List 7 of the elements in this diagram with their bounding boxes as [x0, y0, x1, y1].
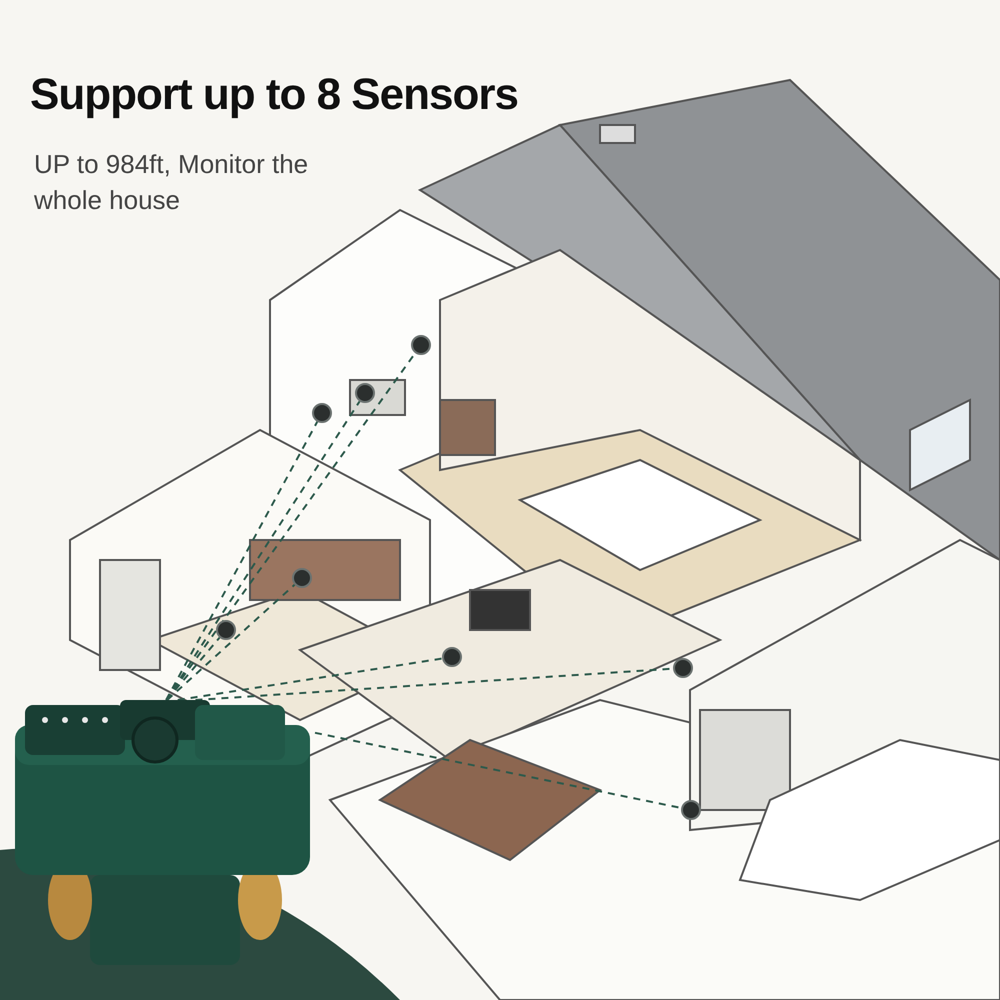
dashed-connector — [314, 732, 682, 809]
subtitle: UP to 984ft, Monitor the whole house — [34, 148, 310, 217]
title: Support up to 8 Sensors — [30, 69, 518, 121]
dashed-connector — [178, 658, 442, 701]
dashed-connector — [165, 421, 318, 700]
sensor-puck — [673, 658, 693, 678]
dashed-connector — [166, 584, 296, 701]
